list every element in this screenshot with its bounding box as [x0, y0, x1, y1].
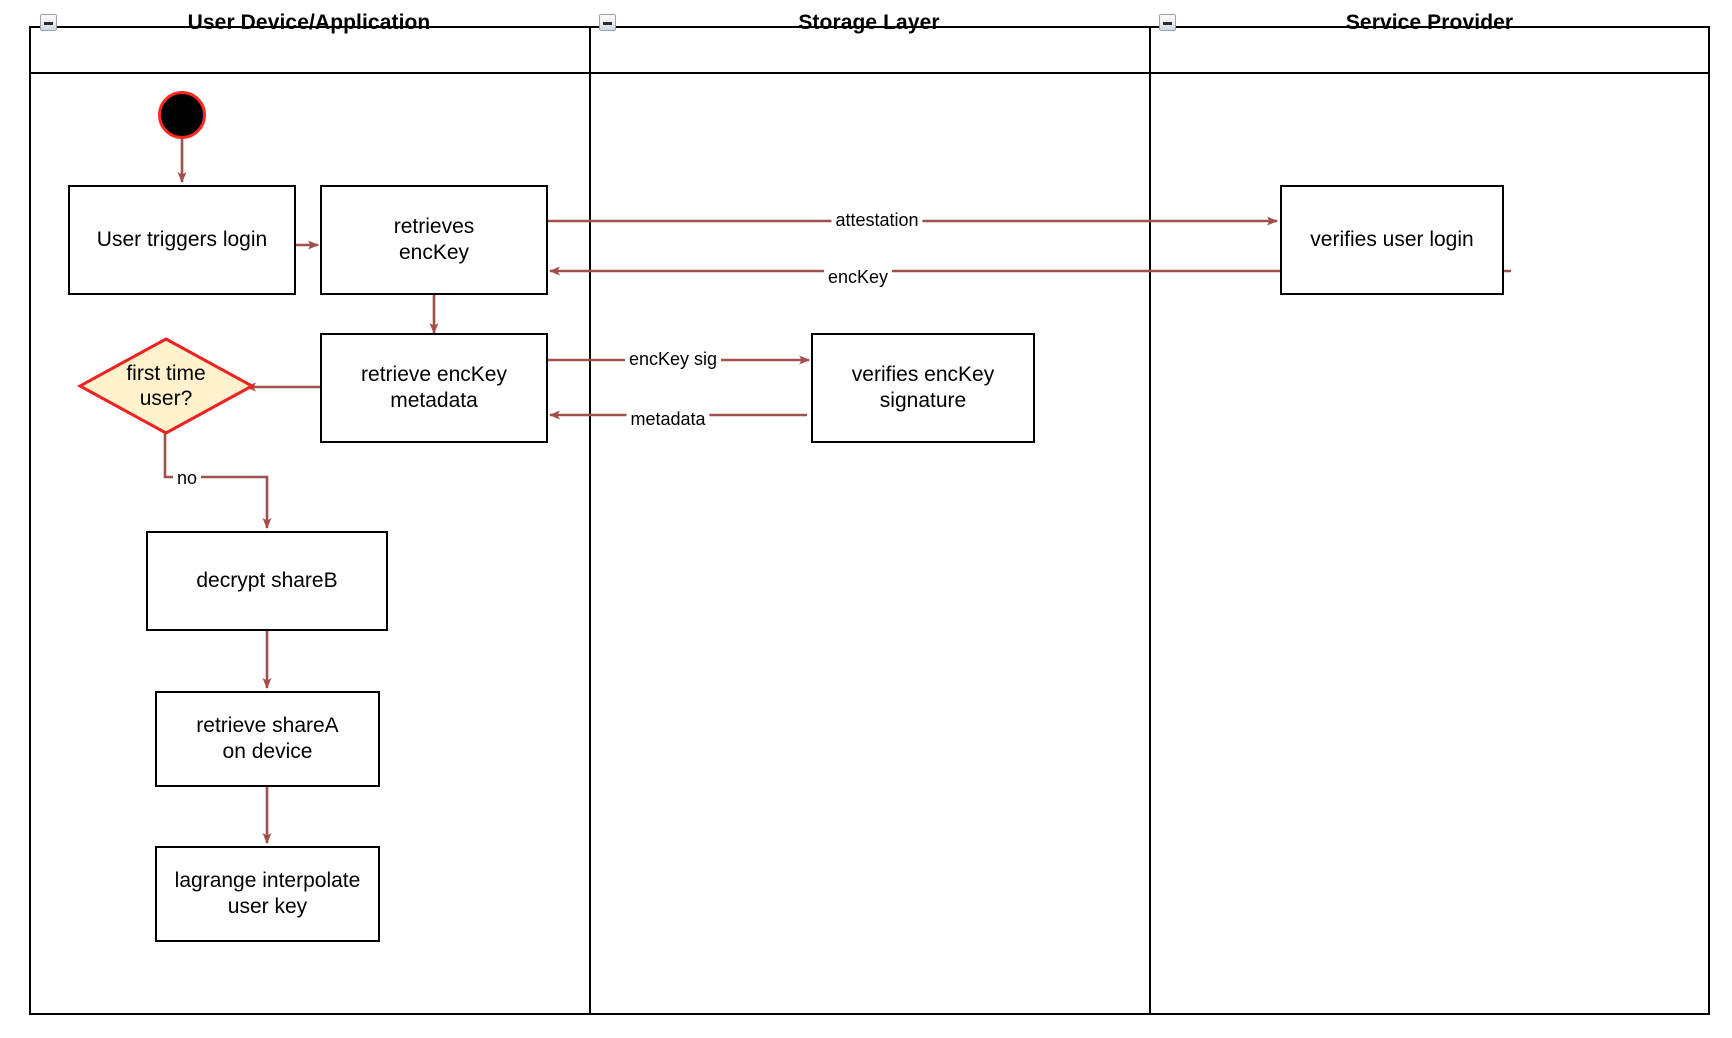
node-label-retrieves-enckey: retrieves encKey [393, 214, 475, 264]
node-label-retrieve-sharea-on-device: retrieve shareA on device [196, 713, 339, 763]
node-retrieves-enckey[interactable]: retrieves encKey [320, 185, 548, 295]
lane-title-user-device: User Device/Application [187, 11, 431, 34]
edge-label-no: no [172, 468, 202, 489]
lane-title-storage: Storage Layer [798, 11, 940, 34]
lane-divider-1 [589, 28, 591, 1013]
edge-label-metadata: metadata [626, 409, 710, 430]
node-label-lagrange-interpolate-user-key: lagrange interpolate user key [174, 868, 361, 918]
node-label-verifies-enckey-signature: verifies encKey signature [851, 362, 995, 412]
node-label-verifies-user-login: verifies user login [1310, 227, 1474, 251]
node-decrypt-shareb[interactable]: decrypt shareB [146, 531, 388, 631]
node-retrieve-enckey-metadata[interactable]: retrieve encKey metadata [320, 333, 548, 443]
node-label-user-triggers-login: User triggers login [96, 227, 268, 251]
collapse-minus-icon-user-device[interactable] [40, 14, 57, 31]
node-label-decrypt-shareb: decrypt shareB [196, 568, 338, 592]
initial-node-start[interactable] [158, 91, 206, 139]
node-first-time-user-decision[interactable]: first time user? [76, 337, 256, 435]
node-lagrange-interpolate-user-key[interactable]: lagrange interpolate user key [155, 846, 380, 942]
node-verifies-enckey-signature[interactable]: verifies encKey signature [811, 333, 1035, 443]
edge-label-enckey: encKey [823, 267, 893, 288]
lane-divider-2 [1149, 28, 1151, 1013]
node-label-retrieve-enckey-metadata: retrieve encKey metadata [361, 362, 507, 412]
node-verifies-user-login[interactable]: verifies user login [1280, 185, 1504, 295]
collapse-minus-icon-storage[interactable] [599, 14, 616, 31]
collapse-minus-icon-service-provider[interactable] [1159, 14, 1176, 31]
swimlane-header-band [31, 28, 1708, 74]
node-retrieve-sharea-on-device[interactable]: retrieve shareA on device [155, 691, 380, 787]
edge-label-enckey-sig: encKey sig [624, 349, 722, 370]
node-user-triggers-login[interactable]: User triggers login [68, 185, 296, 295]
lane-title-service-provider: Service Provider [1345, 11, 1514, 34]
edge-label-attestation: attestation [831, 210, 923, 231]
